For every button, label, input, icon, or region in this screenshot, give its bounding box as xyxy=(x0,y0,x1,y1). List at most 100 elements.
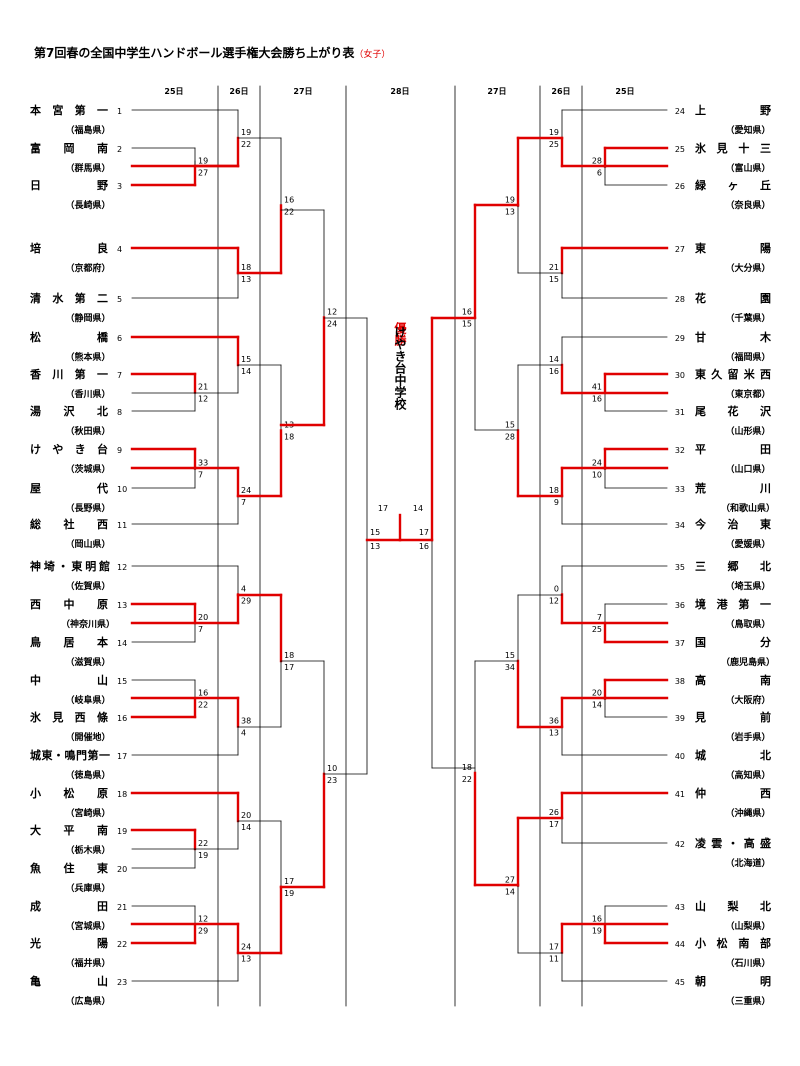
team-name: 仲西 xyxy=(695,786,771,800)
team-seed-number: 23 xyxy=(117,978,127,987)
match-score: 34 xyxy=(505,663,515,672)
champion-label: 優勝 xyxy=(393,321,407,347)
team-prefecture: （秋田県） xyxy=(65,425,110,437)
match-score: 13 xyxy=(241,955,251,964)
team-seed-number: 7 xyxy=(117,371,122,380)
team-name: 国分 xyxy=(695,635,771,649)
team-seed-number: 34 xyxy=(675,521,685,530)
team-prefecture: （沖縄県） xyxy=(725,807,770,819)
match-score: 9 xyxy=(554,498,559,507)
team-seed-number: 36 xyxy=(675,601,685,610)
team-seed-number: 27 xyxy=(675,245,685,254)
team-name: 城東・鳴門第一 xyxy=(30,748,110,762)
match-score: 4 xyxy=(241,729,246,738)
team-prefecture: （鳥取県） xyxy=(725,618,770,630)
team-name: 神埼・東明館 xyxy=(30,559,110,573)
team-prefecture: （山梨県） xyxy=(725,920,770,932)
day-header: 26日 xyxy=(229,87,248,96)
match-score: 7 xyxy=(198,625,203,634)
match-score: 20 xyxy=(592,689,602,698)
team-prefecture: （岩手県） xyxy=(725,731,770,743)
final-score: 17 xyxy=(378,504,388,513)
team-seed-number: 30 xyxy=(675,371,685,380)
day-header: 25日 xyxy=(615,87,634,96)
team-seed-number: 10 xyxy=(117,485,127,494)
team-seed-number: 38 xyxy=(675,677,685,686)
team-name: 朝明 xyxy=(695,974,771,988)
match-score: 27 xyxy=(198,169,208,178)
match-score: 33 xyxy=(198,459,208,468)
team-name: 本宮第一 xyxy=(30,103,108,117)
team-seed-number: 21 xyxy=(117,903,127,912)
match-score: 12 xyxy=(327,308,337,317)
team-name: 総社西 xyxy=(30,517,108,531)
team-prefecture: （佐賀県） xyxy=(65,580,110,592)
match-score: 19 xyxy=(592,927,602,936)
match-score: 13 xyxy=(370,542,380,551)
match-score: 14 xyxy=(592,701,602,710)
team-seed-number: 8 xyxy=(117,408,122,417)
team-prefecture: （兵庫県） xyxy=(65,882,110,894)
match-score: 14 xyxy=(549,355,559,364)
team-name: 亀山 xyxy=(30,974,108,988)
team-prefecture: （滋賀県） xyxy=(65,656,110,668)
team-prefecture: （茨城県） xyxy=(65,463,110,475)
team-prefecture: （富山県） xyxy=(725,162,770,174)
match-score: 19 xyxy=(198,851,208,860)
team-seed-number: 15 xyxy=(117,677,127,686)
match-score: 15 xyxy=(549,275,559,284)
team-name: 山梨北 xyxy=(695,899,771,913)
match-score: 16 xyxy=(592,915,602,924)
match-score: 41 xyxy=(592,383,602,392)
team-prefecture: （和歌山県） xyxy=(721,502,775,514)
match-score: 17 xyxy=(284,663,294,672)
team-prefecture: （神奈川県） xyxy=(61,618,115,630)
match-score: 22 xyxy=(284,208,294,217)
team-seed-number: 20 xyxy=(117,865,127,874)
team-seed-number: 22 xyxy=(117,940,127,949)
team-name: 松橋 xyxy=(30,330,109,344)
match-score: 15 xyxy=(462,320,472,329)
team-seed-number: 6 xyxy=(117,334,122,343)
champion-name: けやき台中学校 xyxy=(393,326,407,411)
team-seed-number: 29 xyxy=(675,334,685,343)
match-score: 19 xyxy=(241,128,251,137)
team-name: 氷見西條 xyxy=(30,710,109,724)
match-score: 10 xyxy=(592,471,602,480)
match-score: 18 xyxy=(284,433,294,442)
match-score: 0 xyxy=(554,585,559,594)
team-prefecture: （長崎県） xyxy=(65,199,110,211)
team-name: 西中原 xyxy=(30,597,108,611)
team-name: 小松原 xyxy=(29,786,108,800)
page-title: 第7回春の全国中学生ハンドボール選手権大会勝ち上がり表（女子） xyxy=(34,44,390,61)
team-name: 東陽 xyxy=(695,241,771,255)
team-name: 湯沢北 xyxy=(30,404,108,418)
team-seed-number: 41 xyxy=(675,790,685,799)
match-score: 29 xyxy=(198,927,208,936)
match-score: 14 xyxy=(505,888,515,897)
team-prefecture: （東京都） xyxy=(725,388,770,400)
team-prefecture: （石川県） xyxy=(725,958,770,969)
team-name: 清水第二 xyxy=(30,291,108,305)
team-prefecture: （高知県） xyxy=(725,769,770,781)
team-seed-number: 1 xyxy=(117,107,122,116)
match-score: 18 xyxy=(549,486,559,495)
team-prefecture: （香川県） xyxy=(65,388,110,400)
team-prefecture: （奈良県） xyxy=(725,199,770,211)
match-score: 7 xyxy=(198,471,203,480)
team-name: 光陽 xyxy=(29,936,108,950)
team-name: 中山 xyxy=(30,673,108,687)
match-score: 25 xyxy=(592,625,602,634)
team-seed-number: 4 xyxy=(117,245,122,254)
match-score: 22 xyxy=(198,701,208,710)
team-seed-number: 25 xyxy=(675,145,685,154)
team-prefecture: （山形県） xyxy=(725,425,770,437)
team-seed-number: 11 xyxy=(117,521,127,530)
team-seed-number: 37 xyxy=(675,639,685,648)
team-seed-number: 9 xyxy=(117,446,122,455)
title-text: 第7回春の全国中学生ハンドボール選手権大会勝ち上がり表 xyxy=(34,46,355,60)
team-prefecture: （宮崎県） xyxy=(65,807,110,819)
team-name: 荒川 xyxy=(694,481,771,495)
team-name: けやき台 xyxy=(30,442,108,456)
team-seed-number: 18 xyxy=(117,790,127,799)
